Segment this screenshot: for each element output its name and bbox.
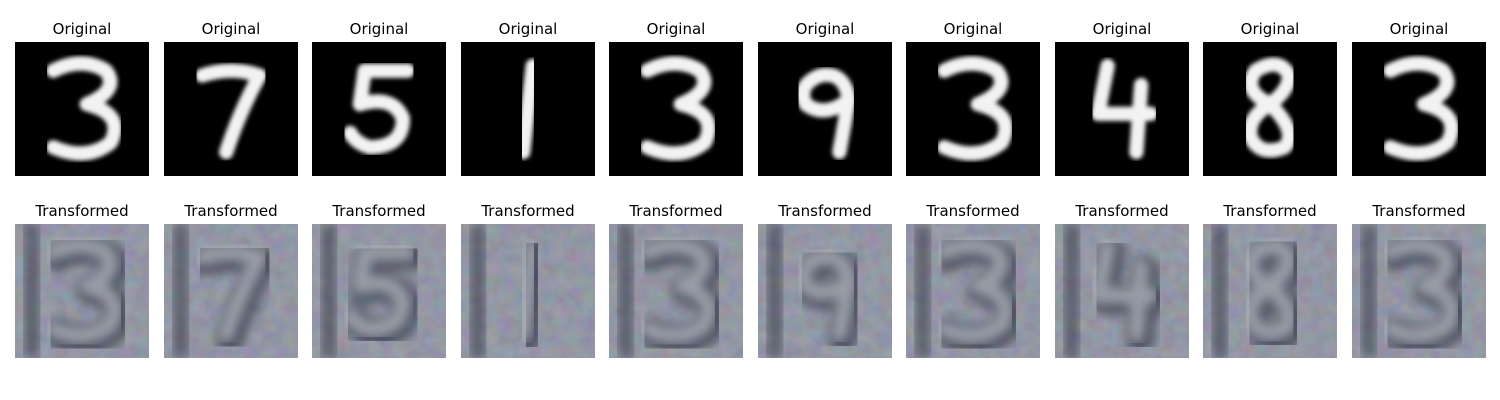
transformed-panel: Transformed <box>15 202 149 358</box>
digit-stroke <box>937 56 1013 161</box>
digit-stroke <box>1242 57 1297 158</box>
original-panel: Original <box>609 20 743 176</box>
transformed-digit-image <box>906 224 1040 358</box>
image-dark-band <box>1361 224 1376 358</box>
transformed-digit-image <box>1055 224 1189 358</box>
transformed-digit-image <box>15 224 149 358</box>
panel-title: Original <box>943 20 1003 38</box>
digit-stroke <box>1089 239 1159 343</box>
transformed-panel: Transformed <box>461 202 595 358</box>
digit-stroke <box>515 239 541 343</box>
digit-stroke <box>795 248 858 343</box>
transformed-digit-image <box>609 224 743 358</box>
panel-title: Original <box>1389 20 1449 38</box>
digit-stroke <box>46 56 122 161</box>
transformed-panel: Transformed <box>1055 202 1189 358</box>
digit-stroke <box>795 67 857 160</box>
panel-title: Original <box>646 20 706 38</box>
image-dark-band <box>618 224 633 358</box>
panel-title: Original <box>498 20 558 38</box>
image-dark-band <box>24 224 39 358</box>
digit-stroke <box>195 63 267 160</box>
image-dark-band <box>915 224 930 358</box>
panel-title: Transformed <box>1223 202 1317 220</box>
panel-title: Transformed <box>926 202 1020 220</box>
digit-stroke <box>194 244 268 343</box>
panel-title: Original <box>1240 20 1300 38</box>
digit-stroke <box>343 63 415 155</box>
original-panel: Original <box>1203 20 1337 176</box>
transformed-digit-image <box>461 224 595 358</box>
original-panel: Original <box>906 20 1040 176</box>
panel-title: Transformed <box>629 202 723 220</box>
digit-stroke <box>342 244 416 338</box>
panel-title: Transformed <box>778 202 872 220</box>
transformed-digit-image <box>1203 224 1337 358</box>
transformed-panel: Transformed <box>164 202 298 358</box>
original-panel: Original <box>461 20 595 176</box>
original-digit-image <box>164 42 298 176</box>
transformed-panel: Transformed <box>1203 202 1337 358</box>
digit-stroke <box>1383 56 1459 161</box>
original-panel: Original <box>312 20 446 176</box>
transformed-digit-image <box>164 224 298 358</box>
digit-stroke <box>936 237 1014 344</box>
panel-title: Transformed <box>332 202 426 220</box>
panel-title: Original <box>349 20 409 38</box>
panel-title: Transformed <box>184 202 278 220</box>
transformed-digit-image <box>1352 224 1486 358</box>
original-digit-image <box>461 42 595 176</box>
transformed-digit-image <box>312 224 446 358</box>
panel-title: Original <box>201 20 261 38</box>
transformed-panel: Transformed <box>758 202 892 358</box>
digit-stroke <box>1241 238 1298 341</box>
original-digit-image <box>1203 42 1337 176</box>
panel-title: Transformed <box>1372 202 1466 220</box>
original-digit-image <box>1055 42 1189 176</box>
transformed-panel: Transformed <box>609 202 743 358</box>
panel-title: Original <box>52 20 112 38</box>
panel-title: Original <box>1092 20 1152 38</box>
original-digit-image <box>1352 42 1486 176</box>
image-dark-band <box>767 224 782 358</box>
transformed-digit-image <box>758 224 892 358</box>
original-panel: Original <box>1055 20 1189 176</box>
digit-stroke <box>1090 58 1158 160</box>
digit-stroke <box>516 58 540 160</box>
original-digit-image <box>758 42 892 176</box>
image-dark-band <box>173 224 188 358</box>
original-panel: Original <box>1352 20 1486 176</box>
image-dark-band <box>470 224 485 358</box>
digit-stroke <box>45 237 123 344</box>
image-dark-band <box>1064 224 1079 358</box>
original-panel: Original <box>758 20 892 176</box>
digit-stroke <box>639 237 717 344</box>
original-panel: Original <box>164 20 298 176</box>
original-digit-image <box>15 42 149 176</box>
original-panel: Original <box>15 20 149 176</box>
image-dark-band <box>321 224 336 358</box>
digit-stroke <box>1382 237 1460 344</box>
original-digit-image <box>906 42 1040 176</box>
panel-title: Transformed <box>1075 202 1169 220</box>
transformed-panel: Transformed <box>906 202 1040 358</box>
original-digit-image <box>312 42 446 176</box>
transformed-panel: Transformed <box>1352 202 1486 358</box>
image-background <box>312 42 446 176</box>
panel-title: Transformed <box>481 202 575 220</box>
original-digit-image <box>609 42 743 176</box>
digit-stroke <box>640 56 716 161</box>
image-dark-band <box>1212 224 1227 358</box>
panel-title: Original <box>795 20 855 38</box>
transformed-panel: Transformed <box>312 202 446 358</box>
panel-title: Transformed <box>35 202 129 220</box>
